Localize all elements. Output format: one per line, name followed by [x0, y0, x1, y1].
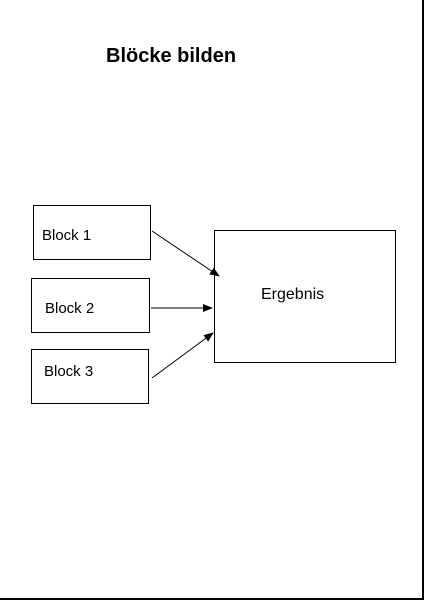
diagram-title: Blöcke bilden: [106, 45, 237, 67]
result-box: Ergebnis: [214, 230, 396, 363]
block-2-box: Block 2: [31, 278, 150, 333]
block-3-box: Block 3: [31, 349, 149, 404]
block-2-label: Block 2: [45, 300, 95, 317]
block-1-label: Block 1: [42, 227, 92, 244]
block-1-box: Block 1: [33, 205, 151, 260]
block-3-label: Block 3: [44, 363, 94, 380]
result-label: Ergebnis: [261, 286, 325, 303]
